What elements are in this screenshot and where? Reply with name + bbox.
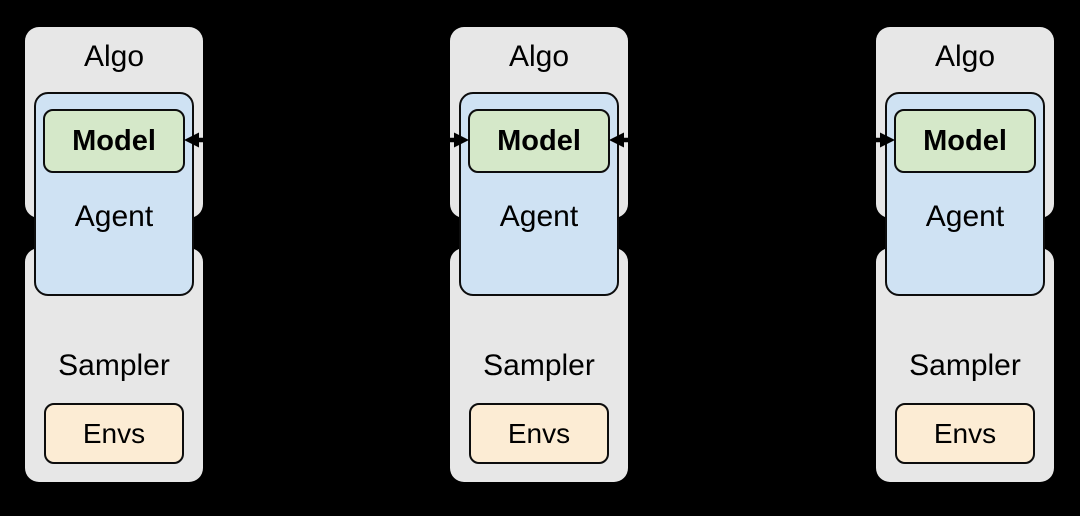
algo-label: Algo (934, 40, 996, 73)
sampler-label: Sampler (909, 349, 1021, 382)
inbound-arrow-left-pointing-icon (184, 132, 210, 148)
replica-column-2: Model Algo Agent Sampler Envs (443, 0, 635, 516)
replica-column-1: Model Algo Agent Sampler Envs (25, 0, 210, 516)
replica-column-3: Model Algo Agent Sampler Envs (869, 0, 1054, 516)
envs-box: Envs (44, 403, 184, 464)
inbound-arrow-right-pointing-icon (443, 132, 469, 148)
sampler-label: Sampler (483, 349, 595, 382)
inbound-arrow-right-pointing-icon (869, 132, 895, 148)
envs-label: Envs (933, 417, 997, 449)
model-box: Model (894, 109, 1036, 173)
envs-box: Envs (895, 403, 1035, 464)
envs-label: Envs (82, 417, 146, 449)
agent-label: Agent (499, 200, 579, 233)
inbound-arrow-left-pointing-icon (609, 132, 635, 148)
algo-label: Algo (508, 40, 570, 73)
sampler-label: Sampler (58, 349, 170, 382)
envs-label: Envs (507, 417, 571, 449)
model-label: Model (497, 124, 581, 157)
model-box: Model (468, 109, 610, 173)
agent-label: Agent (925, 200, 1005, 233)
envs-box: Envs (469, 403, 609, 464)
algo-label: Algo (83, 40, 145, 73)
model-label: Model (72, 124, 156, 157)
model-box: Model (43, 109, 185, 173)
model-label: Model (923, 124, 1007, 157)
agent-label: Agent (74, 200, 154, 233)
